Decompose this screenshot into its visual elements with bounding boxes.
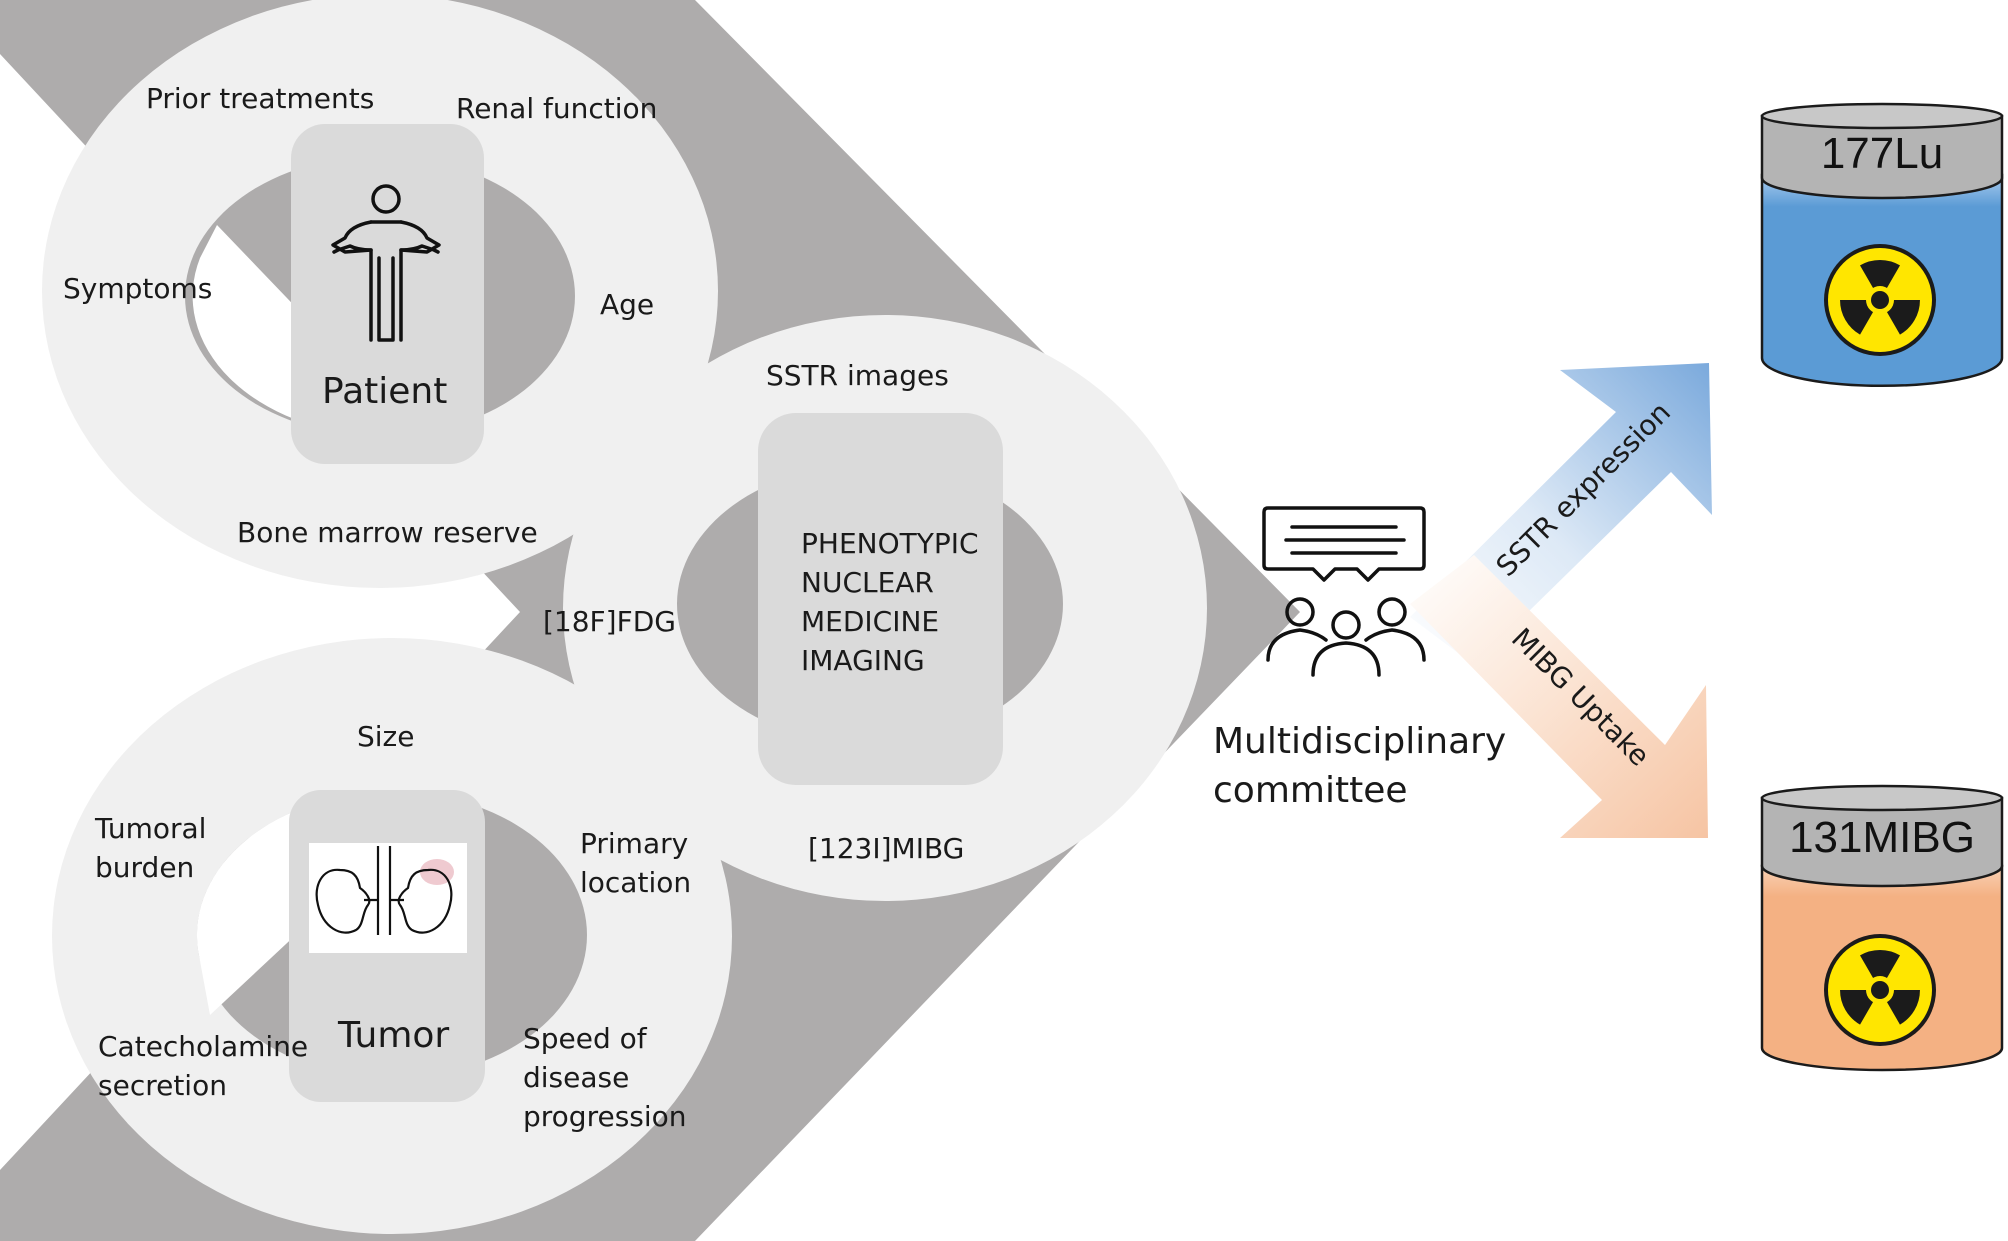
- label-sstr-images: SSTR images: [766, 359, 949, 392]
- patient-title: Patient: [322, 371, 447, 412]
- imaging-title-line3: MEDICINE: [801, 605, 939, 638]
- committee-line2: committee: [1213, 770, 1407, 811]
- label-prior-treatments: Prior treatments: [146, 82, 374, 115]
- label-123i-mibg: [123I]MIBG: [808, 832, 964, 865]
- label-speed-3: progression: [523, 1100, 687, 1133]
- patient-card: [291, 124, 484, 464]
- label-18f-fdg: [18F]FDG: [543, 605, 676, 638]
- label-catecholamine-2: secretion: [98, 1069, 227, 1102]
- kidney-icon: [309, 843, 467, 953]
- person-icon: [331, 184, 441, 342]
- jar-131mibg: [1760, 784, 2004, 1072]
- committee-line1: Multidisciplinary: [1213, 721, 1506, 762]
- label-renal-function: Renal function: [456, 92, 657, 125]
- radiation-icon-top: [1824, 244, 1936, 356]
- radiation-icon-bottom: [1824, 934, 1936, 1046]
- label-primary-location-2: location: [580, 866, 691, 899]
- mibg-uptake-arrow: [1410, 555, 1708, 838]
- tumor-title: Tumor: [337, 1015, 449, 1056]
- label-tumoral-burden-1: Tumoral: [94, 812, 206, 845]
- label-catecholamine-1: Catecholamine: [98, 1030, 308, 1063]
- label-symptoms: Symptoms: [63, 272, 212, 305]
- label-speed-1: Speed of: [523, 1022, 648, 1055]
- imaging-title-line2: NUCLEAR: [801, 566, 934, 599]
- label-age: Age: [600, 288, 654, 321]
- label-bone-marrow: Bone marrow reserve: [237, 516, 538, 549]
- jar-177lu: [1760, 102, 2004, 388]
- label-primary-location-1: Primary: [580, 827, 688, 860]
- label-tumoral-burden-2: burden: [95, 851, 194, 884]
- imaging-title-line4: IMAGING: [801, 644, 925, 677]
- jar-top-label: 177Lu: [1821, 129, 1943, 178]
- jar-bottom-label: 131MIBG: [1789, 813, 1975, 862]
- label-size: Size: [357, 720, 414, 753]
- label-speed-2: disease: [523, 1061, 629, 1094]
- imaging-card: [758, 413, 1003, 785]
- meeting-icon: [1262, 506, 1426, 677]
- imaging-title-line1: PHENOTYPIC: [801, 527, 979, 560]
